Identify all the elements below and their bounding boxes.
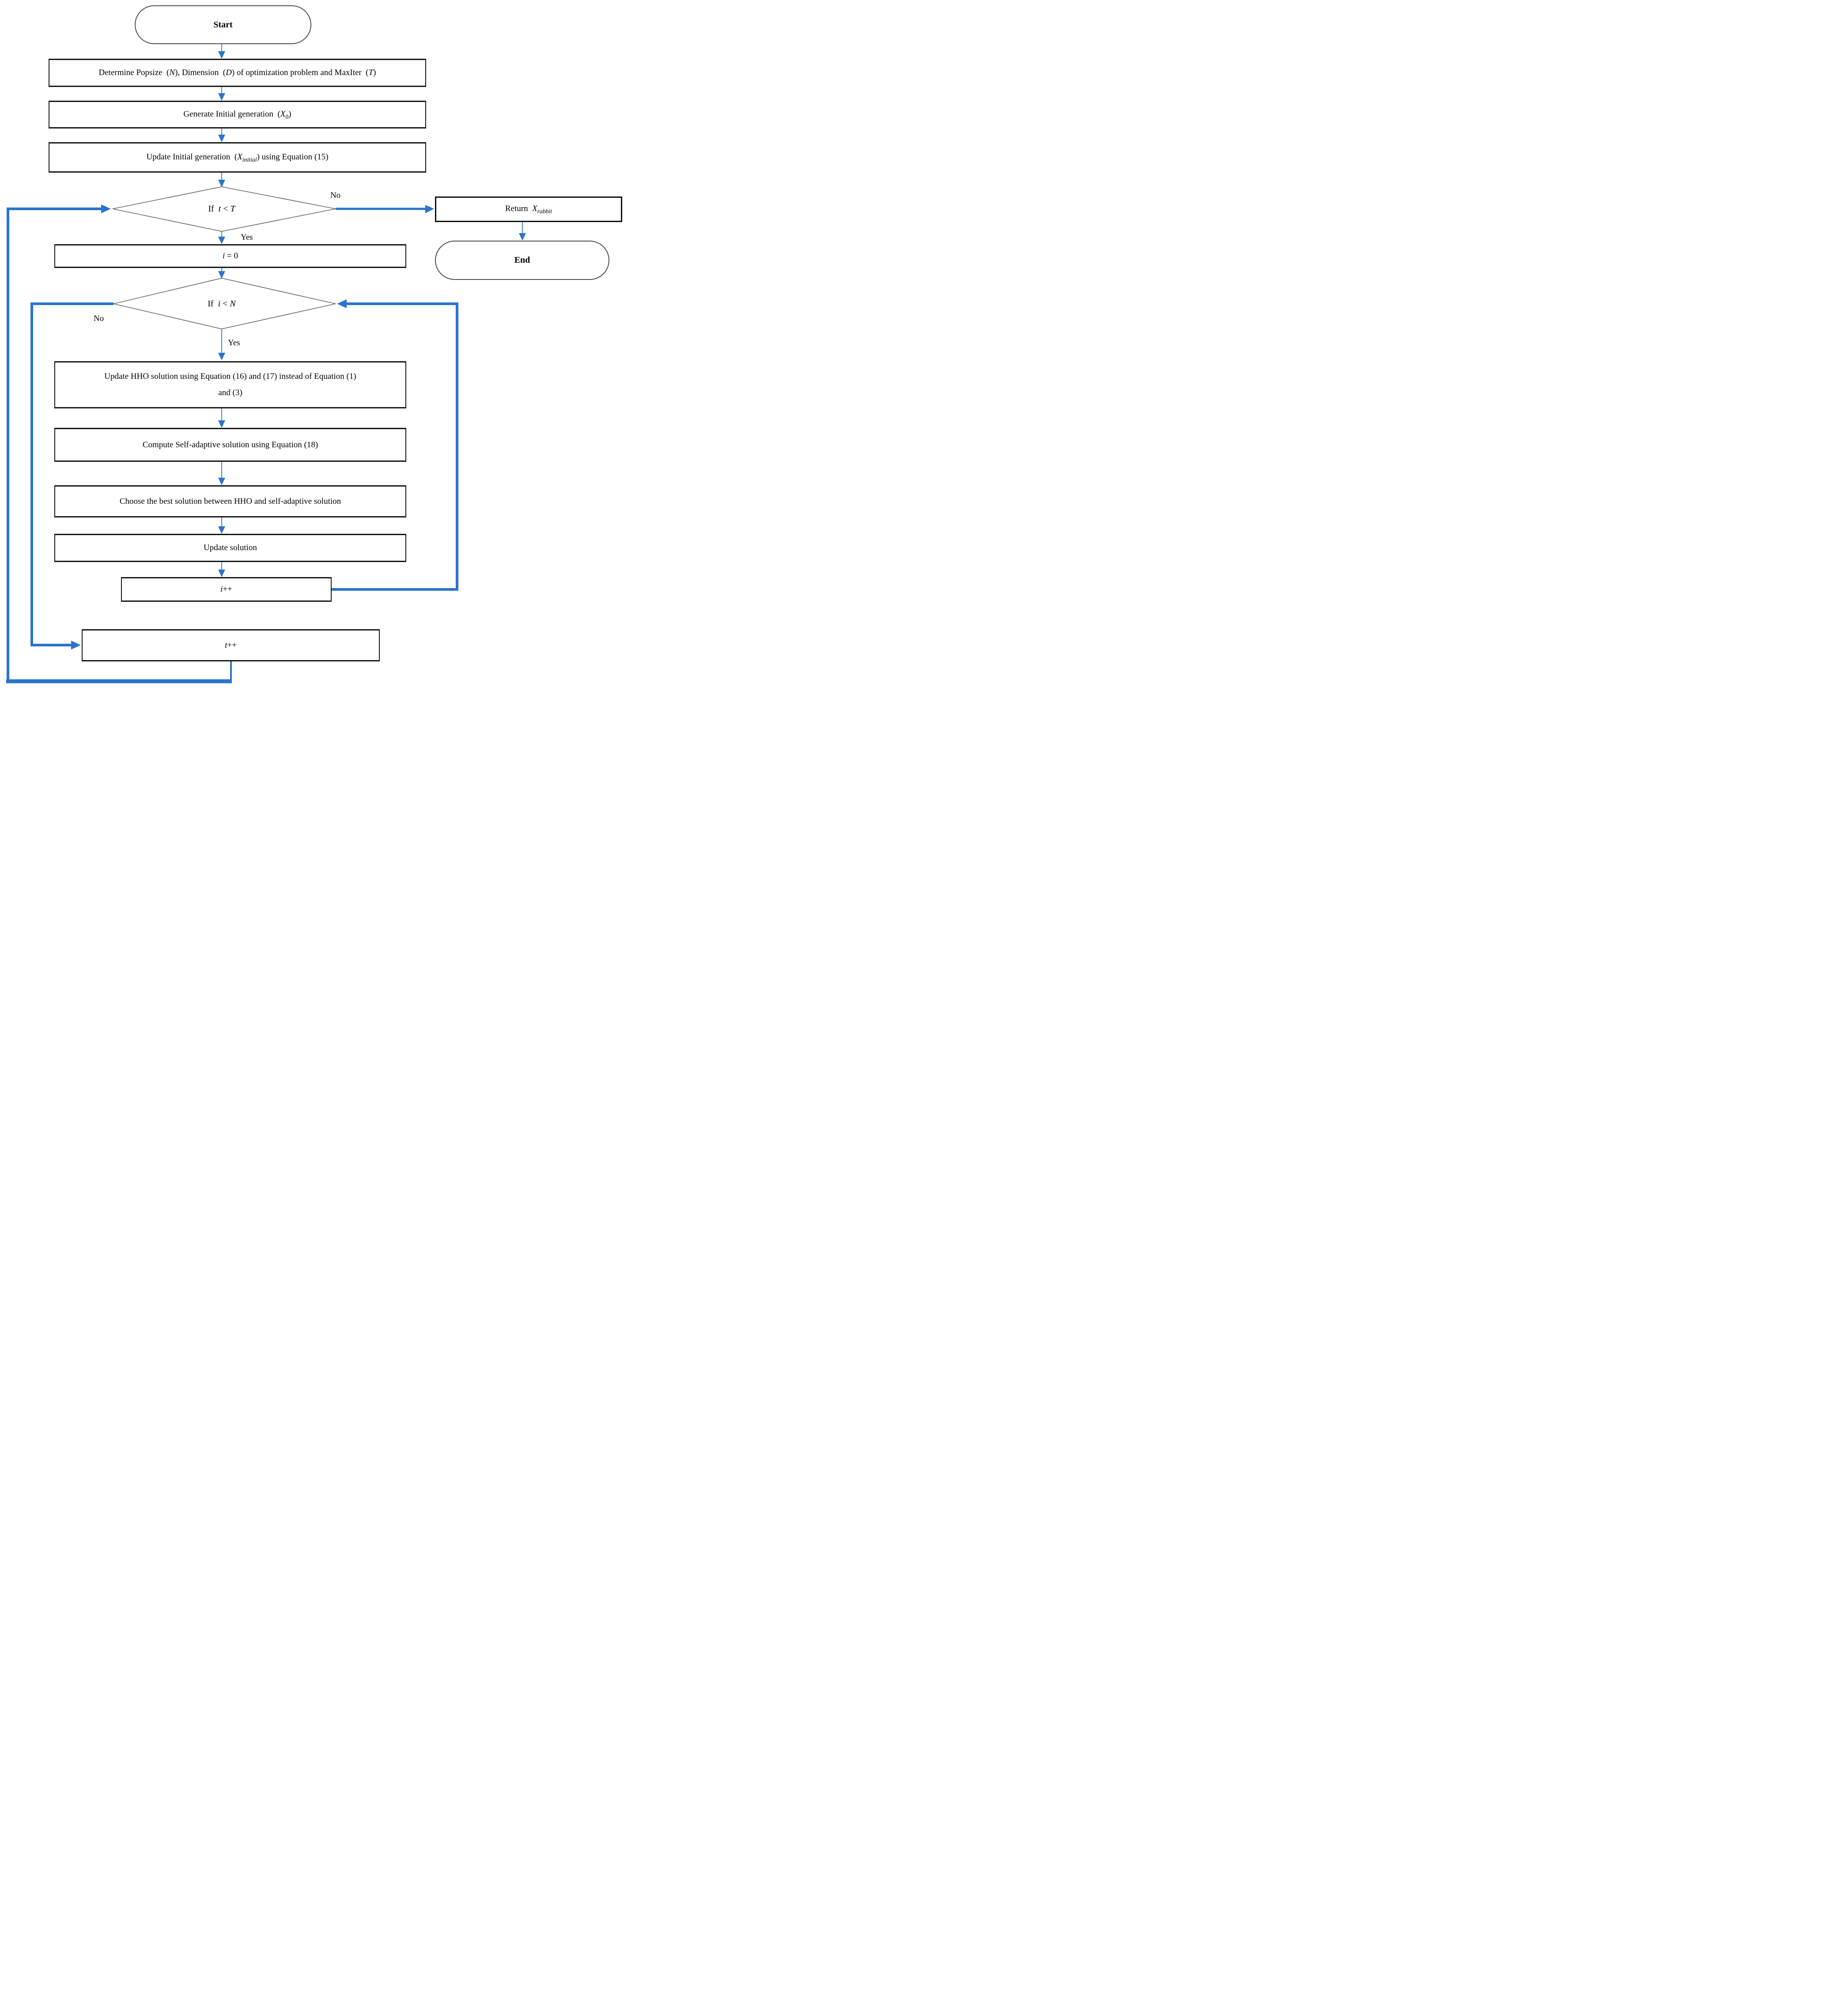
process-determine-parameters: Determine Popsize (N), Dimension (D) of … xyxy=(49,59,426,87)
return-label: Return Xrabbit xyxy=(505,204,552,215)
arrowhead-down-generate xyxy=(218,93,225,101)
i-increment-label: i++ xyxy=(220,585,232,594)
arrowhead-down-updatesolution xyxy=(218,526,225,534)
arrowhead-down-ifi xyxy=(218,271,225,279)
arrowhead-down-choose xyxy=(218,478,225,485)
decision-if-t-label: If t < T xyxy=(208,204,235,214)
edge-label-t-no: No xyxy=(330,191,341,200)
process-t-increment: t++ xyxy=(82,629,380,661)
process-i-init: i = 0 xyxy=(54,244,406,268)
process-return-xrabbit: Return Xrabbit xyxy=(435,196,622,222)
update-initial-label: Update Initial generation (Xinitial) usi… xyxy=(146,152,329,163)
generate-label: Generate Initial generation (X0) xyxy=(183,109,291,120)
update-hho-line1: Update HHO solution using Equation (16) … xyxy=(104,372,356,381)
process-i-increment: i++ xyxy=(121,577,332,602)
process-generate-initial-generation: Generate Initial generation (X0) xyxy=(49,101,426,128)
process-choose-best-solution: Choose the best solution between HHO and… xyxy=(54,485,406,517)
edge-label-i-no: No xyxy=(94,314,104,323)
update-hho-line2: and (3) xyxy=(218,388,242,397)
end-terminator: End xyxy=(435,241,609,280)
i-init-label: i = 0 xyxy=(223,251,238,261)
start-label: Start xyxy=(213,19,233,30)
process-update-initial-generation: Update Initial generation (Xinitial) usi… xyxy=(49,142,426,173)
arrowhead-down-iinit xyxy=(218,237,225,244)
process-update-hho-solution: Update HHO solution using Equation (16) … xyxy=(54,361,406,408)
flowchart-canvas: Start Determine Popsize (N), Dimension (… xyxy=(0,0,626,691)
update-solution-label: Update solution xyxy=(204,543,257,553)
arrowhead-down-end xyxy=(519,233,526,241)
edge-label-i-yes: Yes xyxy=(228,338,240,347)
arrowhead-right-return xyxy=(425,205,434,213)
end-label: End xyxy=(514,255,530,265)
decision-if-i-label: If i < N xyxy=(208,298,236,309)
flow-connectors xyxy=(6,44,526,683)
arrowhead-down-updateinitial xyxy=(218,135,225,142)
choose-best-label: Choose the best solution between HHO and… xyxy=(119,496,341,506)
arrowhead-down-determine xyxy=(218,51,225,59)
arrowhead-right-ift xyxy=(101,204,111,213)
arrowhead-right-tinc xyxy=(71,641,81,649)
process-compute-self-adaptive: Compute Self-adaptive solution using Equ… xyxy=(54,428,406,462)
arrowhead-down-iinc xyxy=(218,570,225,577)
arrowhead-down-compute xyxy=(218,420,225,428)
arrowhead-left-ifi xyxy=(337,299,347,308)
decision-diamond-i xyxy=(113,278,336,329)
determine-label: Determine Popsize (N), Dimension (D) of … xyxy=(98,68,376,78)
straight-connector-lines xyxy=(221,44,523,570)
start-terminator: Start xyxy=(135,5,311,44)
compute-adaptive-label: Compute Self-adaptive solution using Equ… xyxy=(142,440,318,449)
decision-diamond-t xyxy=(112,186,336,232)
process-update-solution: Update solution xyxy=(54,534,406,562)
edge-ifi-no-to-tinc xyxy=(30,302,113,646)
edge-label-t-yes: Yes xyxy=(241,233,253,242)
t-increment-label: t++ xyxy=(225,640,237,650)
edge-iinc-loop-to-ifi xyxy=(332,302,458,591)
arrowheads xyxy=(71,51,526,649)
arrowhead-down-updatehho xyxy=(218,353,225,360)
arrowhead-down-ift xyxy=(218,180,225,187)
